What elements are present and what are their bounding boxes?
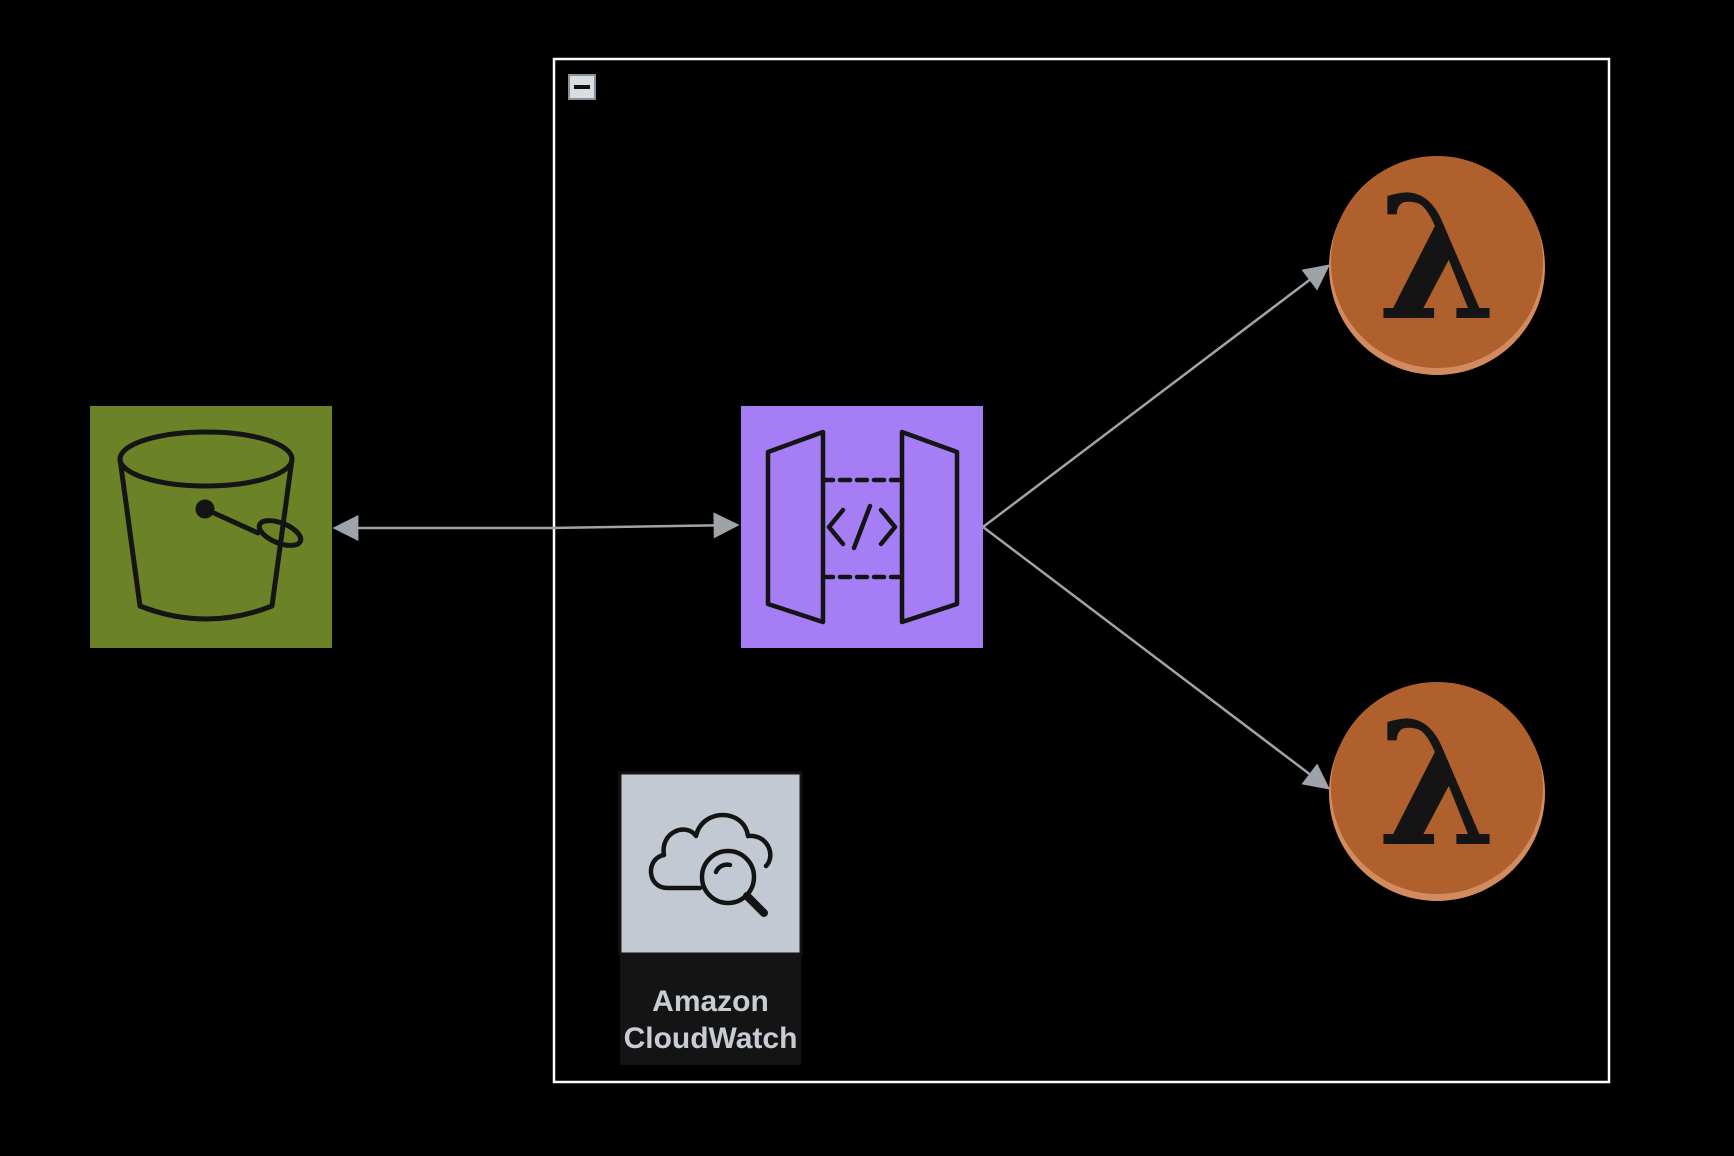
cloudwatch-label-line2: CloudWatch bbox=[623, 1022, 798, 1055]
group-container[interactable] bbox=[552, 57, 1611, 1084]
edge-apigateway-lambda-top[interactable] bbox=[982, 264, 1331, 528]
cloudwatch-label: Amazon CloudWatch bbox=[620, 955, 801, 1065]
edge-apigateway-lambda-bottom[interactable] bbox=[982, 526, 1331, 790]
edge-s3-apigateway[interactable] bbox=[332, 512, 740, 541]
cloudwatch-icon bbox=[648, 812, 773, 917]
cloudwatch-node[interactable] bbox=[618, 771, 803, 956]
lambda-node-top[interactable]: λ bbox=[1329, 156, 1545, 375]
cloudwatch-label-line1: Amazon bbox=[652, 985, 769, 1018]
s3-node[interactable] bbox=[90, 406, 332, 648]
lambda-icon: λ bbox=[1377, 685, 1496, 885]
collapse-button[interactable] bbox=[568, 74, 596, 100]
lambda-node-bottom[interactable]: λ bbox=[1329, 682, 1545, 901]
api-gateway-icon bbox=[765, 429, 960, 625]
s3-bucket-icon bbox=[117, 429, 304, 622]
api-gateway-node[interactable] bbox=[741, 406, 983, 648]
minus-icon bbox=[568, 74, 596, 100]
lambda-icon: λ bbox=[1377, 159, 1496, 359]
